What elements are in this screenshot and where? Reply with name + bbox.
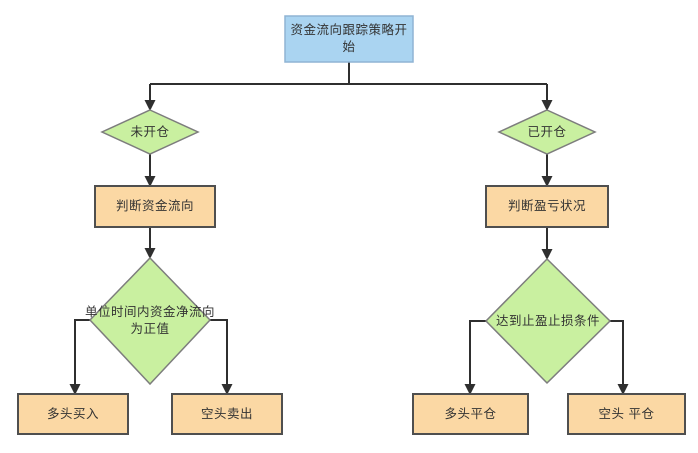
- action-long-buy: [17, 393, 129, 435]
- decision-not-opened: [100, 109, 200, 155]
- start-node: [284, 15, 414, 63]
- decision-opened: [497, 109, 597, 155]
- process-judge-fund-flow: [94, 185, 216, 228]
- decision-net-inflow-positive: [88, 256, 212, 386]
- action-close-long: [412, 393, 529, 435]
- edge-decision-to-long-buy: [69, 319, 90, 395]
- edge-decision-to-close-long: [464, 320, 486, 395]
- edge-start-split: [150, 62, 547, 85]
- decision-stop-profit-loss-condition: [484, 257, 612, 385]
- edge-decision-to-close-short: [610, 320, 629, 395]
- action-close-short: [567, 393, 686, 435]
- edge-decision-to-short-sell: [210, 319, 233, 395]
- process-judge-profit-loss: [485, 185, 609, 228]
- action-short-sell: [171, 393, 283, 435]
